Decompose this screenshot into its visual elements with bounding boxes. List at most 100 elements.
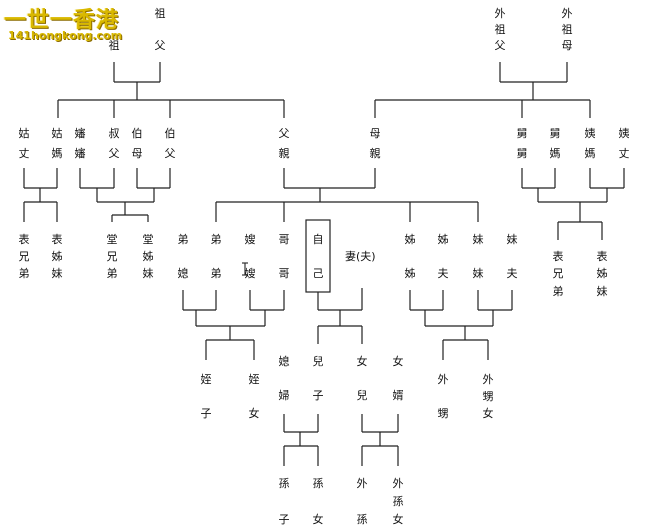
node-sun-nv-c1: 女 bbox=[312, 513, 324, 526]
node-shu-fu-c1: 父 bbox=[108, 147, 120, 160]
node-gu-ma-c0: 姑 bbox=[51, 127, 63, 140]
node-yi-zhang-c0: 姨 bbox=[618, 127, 630, 140]
logo-url: 141hongkong.com bbox=[8, 29, 123, 42]
node-wai-sun-nv-c2: 女 bbox=[392, 513, 404, 526]
node-biao-xd-right-c2: 弟 bbox=[552, 285, 564, 298]
node-di-wife-c0: 弟 bbox=[177, 233, 189, 246]
node-maternal-grandmother-c1: 祖 bbox=[561, 23, 573, 36]
node-paternal-grandmother-c0: 祖 bbox=[108, 39, 120, 52]
node-father-c0: 父 bbox=[278, 127, 290, 140]
node-di-di-c0: 弟 bbox=[210, 233, 222, 246]
node-mei-a-c1: 妹 bbox=[472, 267, 484, 280]
node-biao-zm-left-c1: 姊 bbox=[51, 250, 63, 263]
text-cursor-icon bbox=[242, 262, 248, 276]
node-wai-sheng-c0: 外 bbox=[437, 373, 449, 386]
node-biao-zm-left-c2: 妹 bbox=[51, 267, 63, 280]
node-zi-a-c1: 姊 bbox=[404, 267, 416, 280]
node-biao-xd-left-c2: 弟 bbox=[18, 267, 30, 280]
node-gu-zhang-c1: 丈 bbox=[18, 147, 30, 160]
node-nv-er-c1: 兒 bbox=[356, 389, 368, 402]
node-bo-mu-c1: 母 bbox=[131, 147, 143, 160]
node-ge-c1: 哥 bbox=[278, 267, 290, 280]
node-maternal-grandmother-c0: 外 bbox=[561, 7, 573, 20]
node-tang-zm-c1: 姊 bbox=[142, 250, 154, 263]
node-zhi-nv-c0: 姪 bbox=[248, 373, 260, 386]
node-mei-a-c0: 妹 bbox=[472, 233, 484, 246]
node-maternal-grandfather-c1: 祖 bbox=[494, 23, 506, 36]
node-jiu-ma-c1: 媽 bbox=[549, 147, 561, 160]
node-bo-fu-c1: 父 bbox=[164, 147, 176, 160]
node-tang-xd-c0: 堂 bbox=[106, 233, 118, 246]
node-er-zi-c0: 兒 bbox=[312, 355, 324, 368]
node-shen-c0: 嬸 bbox=[74, 127, 86, 140]
node-wai-sun-nv-c0: 外 bbox=[392, 477, 404, 490]
node-jiu-jiu-c1: 舅 bbox=[516, 147, 528, 160]
node-self-c1: 己 bbox=[312, 267, 324, 280]
node-nv-xu-c0: 女 bbox=[392, 355, 404, 368]
node-biao-xd-right-c0: 表 bbox=[552, 250, 564, 263]
node-er-zi-c1: 子 bbox=[312, 389, 324, 402]
node-sun-zi-c1: 子 bbox=[278, 513, 290, 526]
node-biao-zm-right-c1: 姊 bbox=[596, 267, 608, 280]
node-biao-xd-right-c1: 兄 bbox=[552, 267, 564, 280]
node-tang-xd-c1: 兄 bbox=[106, 250, 118, 263]
node-xi-fu-c1: 婦 bbox=[278, 389, 290, 402]
node-sun-nv-c0: 孫 bbox=[312, 477, 324, 490]
node-spouse: 妻(夫) bbox=[345, 250, 376, 263]
node-biao-xd-left-c1: 兄 bbox=[18, 250, 30, 263]
node-wai-sheng-nv-c1: 甥 bbox=[482, 390, 494, 403]
node-xi-fu-c0: 媳 bbox=[278, 355, 290, 368]
node-yi-ma-c1: 媽 bbox=[584, 147, 596, 160]
node-wai-sun-nv-c1: 孫 bbox=[392, 495, 404, 508]
node-gu-zhang-c0: 姑 bbox=[18, 127, 30, 140]
node-tang-xd-c2: 弟 bbox=[106, 267, 118, 280]
node-mother-c1: 親 bbox=[369, 147, 381, 160]
node-mei-b-c1: 夫 bbox=[506, 267, 518, 280]
node-biao-zm-right-c0: 表 bbox=[596, 250, 608, 263]
node-jiu-ma-c0: 舅 bbox=[549, 127, 561, 140]
node-jiu-jiu-c0: 舅 bbox=[516, 127, 528, 140]
node-nv-er-c0: 女 bbox=[356, 355, 368, 368]
node-maternal-grandmother-c2: 母 bbox=[561, 39, 573, 52]
node-biao-zm-left-c0: 表 bbox=[51, 233, 63, 246]
node-wai-sheng-nv-c2: 女 bbox=[482, 407, 494, 420]
logo-title: 一世一香港 bbox=[4, 8, 120, 33]
node-zi-b-c1: 夫 bbox=[437, 267, 449, 280]
node-sao-c0: 嫂 bbox=[244, 233, 256, 246]
node-yi-zhang-c1: 丈 bbox=[618, 147, 630, 160]
node-zhi-zi-c1: 子 bbox=[200, 407, 212, 420]
node-ge-c0: 哥 bbox=[278, 233, 290, 246]
node-di-wife-c1: 媳 bbox=[177, 267, 189, 280]
node-wai-sheng-nv-c0: 外 bbox=[482, 373, 494, 386]
node-zhi-zi-c0: 姪 bbox=[200, 373, 212, 386]
node-biao-zm-right-c2: 妹 bbox=[596, 285, 608, 298]
node-nv-xu-c1: 婿 bbox=[392, 389, 404, 402]
node-shen-c1: 嬸 bbox=[74, 147, 86, 160]
node-paternal-grandfather-c0: 祖 bbox=[154, 7, 166, 20]
node-gu-ma-c1: 媽 bbox=[51, 147, 63, 160]
node-sao-c1: 嫂 bbox=[244, 267, 256, 280]
node-paternal-grandfather-c1: 父 bbox=[154, 39, 166, 52]
node-sun-zi-c0: 孫 bbox=[278, 477, 290, 490]
site-logo: 一世一香港 141hongkong.com bbox=[2, 2, 130, 44]
node-maternal-grandfather-c0: 外 bbox=[494, 7, 506, 20]
node-tang-zm-c2: 妹 bbox=[142, 267, 154, 280]
node-yi-ma-c0: 姨 bbox=[584, 127, 596, 140]
node-zi-b-c0: 姊 bbox=[437, 233, 449, 246]
node-bo-mu-c0: 伯 bbox=[131, 127, 143, 140]
node-self-c0: 自 bbox=[312, 233, 324, 246]
node-bo-fu-c0: 伯 bbox=[164, 127, 176, 140]
node-wai-sun-c0: 外 bbox=[356, 477, 368, 490]
node-di-di-c1: 弟 bbox=[210, 267, 222, 280]
node-zhi-nv-c1: 女 bbox=[248, 407, 260, 420]
node-tang-zm-c0: 堂 bbox=[142, 233, 154, 246]
node-father-c1: 親 bbox=[278, 147, 290, 160]
node-wai-sheng-c1: 甥 bbox=[437, 407, 449, 420]
node-shu-fu-c0: 叔 bbox=[108, 127, 120, 140]
node-biao-xd-left-c0: 表 bbox=[18, 233, 30, 246]
node-mei-b-c0: 妹 bbox=[506, 233, 518, 246]
node-mother-c0: 母 bbox=[369, 127, 381, 140]
node-wai-sun-c1: 孫 bbox=[356, 513, 368, 526]
